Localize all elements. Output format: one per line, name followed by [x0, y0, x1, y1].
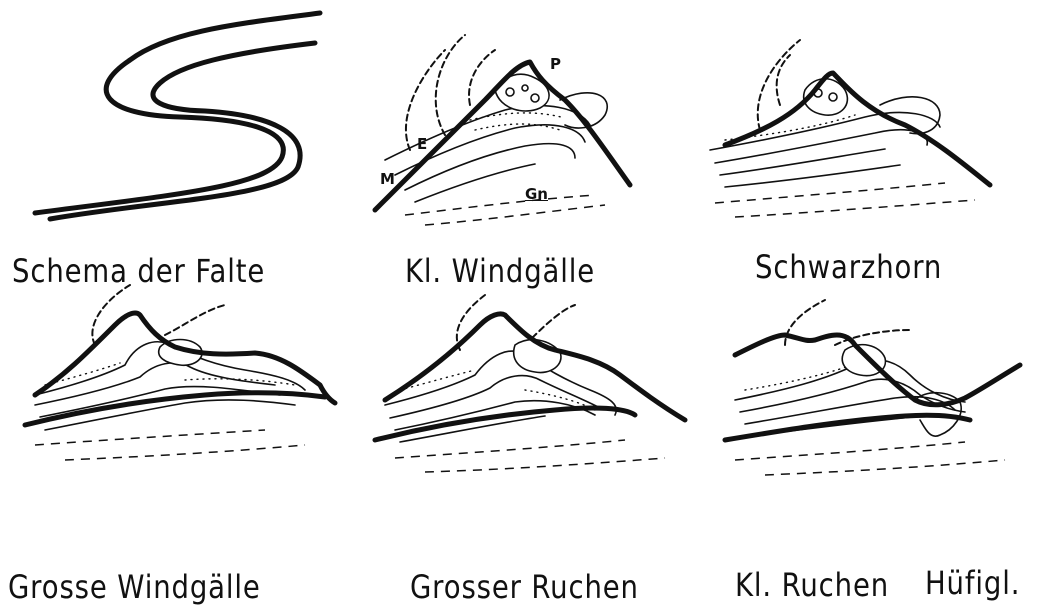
caption-kl-windgaelle: Kl. Windgälle [405, 252, 595, 290]
label-m: M [380, 170, 395, 188]
panel-schema-fold [30, 5, 330, 220]
caption-kl-ruchen: Kl. Ruchen [735, 566, 889, 604]
kl-ruchen-drawing [725, 290, 1035, 490]
kl-windgaelle-drawing [365, 30, 645, 230]
caption-schema-der-falte: Schema der Falte [12, 252, 265, 290]
label-gn: Gn [525, 185, 548, 203]
schema-fold-drawing [30, 5, 330, 220]
panel-schwarzhorn [705, 35, 1005, 230]
panel-grosse-windgaelle [25, 285, 345, 480]
panel-grosser-ruchen [375, 290, 695, 485]
caption-schwarzhorn: Schwarzhorn [755, 248, 942, 286]
caption-huefigl: Hüfigl. [925, 564, 1020, 602]
caption-grosser-ruchen: Grosser Ruchen [410, 568, 639, 606]
grosser-ruchen-drawing [375, 290, 695, 485]
grosse-windgaelle-drawing [25, 285, 345, 480]
label-e: E [417, 135, 427, 153]
panel-kl-windgaelle: M E P Gn [365, 30, 645, 230]
caption-grosse-windgaelle: Grosse Windgälle [8, 568, 261, 606]
schwarzhorn-drawing [705, 35, 1005, 230]
panel-kl-ruchen-huefigl [725, 290, 1035, 490]
label-p: P [550, 55, 561, 73]
